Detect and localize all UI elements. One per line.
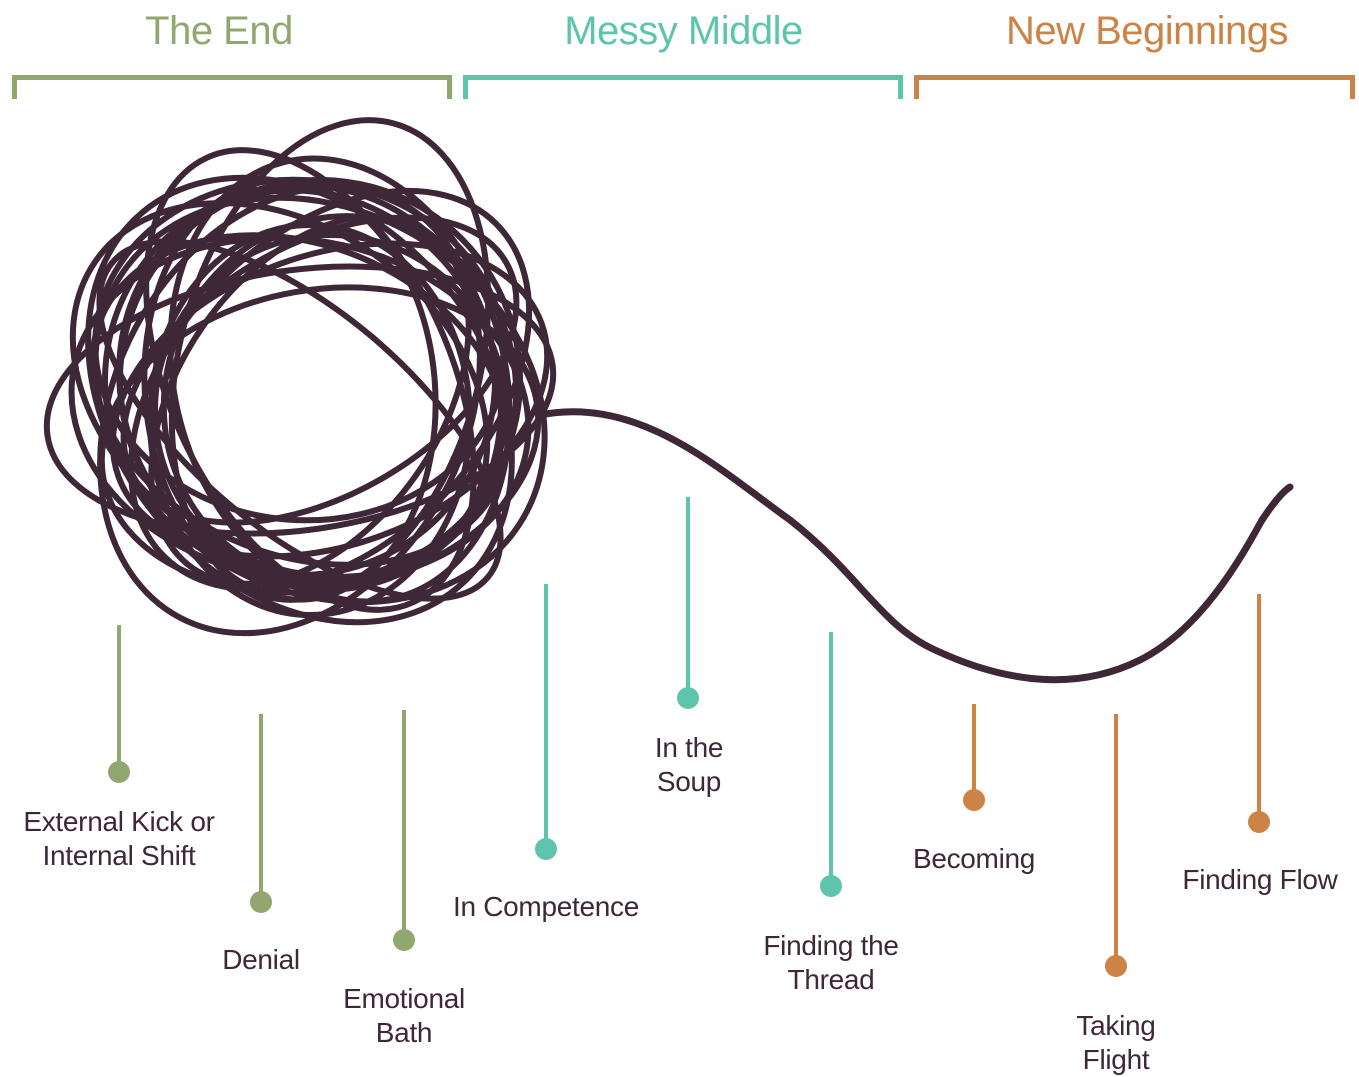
stage-label-finding-flow: Finding Flow — [1182, 864, 1338, 895]
phase-title-the-end: The End — [145, 9, 293, 53]
stage-label-external-kick: External Kick or Internal Shift — [23, 806, 215, 871]
stage-dot — [1248, 811, 1270, 833]
yarn-loop — [92, 194, 548, 606]
stage-label-becoming: Becoming — [912, 843, 1036, 874]
stage-dot — [820, 875, 842, 897]
stage-label-taking-flight: Taking Flight — [1076, 1010, 1156, 1075]
stage-label-denial: Denial — [222, 944, 300, 975]
phase-title-messy-middle: Messy Middle — [564, 9, 803, 53]
stage-label-emotional-bath: Emotional Bath — [343, 983, 465, 1048]
stage-dot — [677, 687, 699, 709]
yarn-loop — [148, 213, 472, 587]
yarn-loop — [85, 174, 515, 626]
yarn-loop — [43, 263, 557, 537]
yarn-loop — [96, 238, 504, 602]
stage-dot — [1105, 955, 1127, 977]
yarn-loop — [109, 240, 551, 560]
stage-dot — [393, 929, 415, 951]
stage-dot — [250, 891, 272, 913]
phase-title-new-beginnings: New Beginnings — [1005, 9, 1289, 53]
yarn-loop — [143, 147, 477, 613]
stage-label-finding-the-thread: Finding the Thread — [763, 930, 899, 995]
stage-dot — [963, 789, 985, 811]
stage-dot — [108, 761, 130, 783]
yarn-loop — [152, 232, 508, 588]
phase-bracket-the-end — [12, 75, 452, 99]
stage-markers — [108, 497, 1270, 977]
phase-bracket-messy-middle — [463, 75, 903, 99]
yarn-loop — [127, 187, 533, 593]
stage-dot — [535, 838, 557, 860]
phase-bracket-new-beginnings — [914, 75, 1355, 99]
stage-label-in-the-soup: In the Soup — [654, 732, 724, 797]
tangled-yarn-ball — [43, 117, 557, 637]
stage-label-in-competence: In Competence — [453, 891, 639, 922]
unravelling-thread — [536, 408, 1294, 684]
